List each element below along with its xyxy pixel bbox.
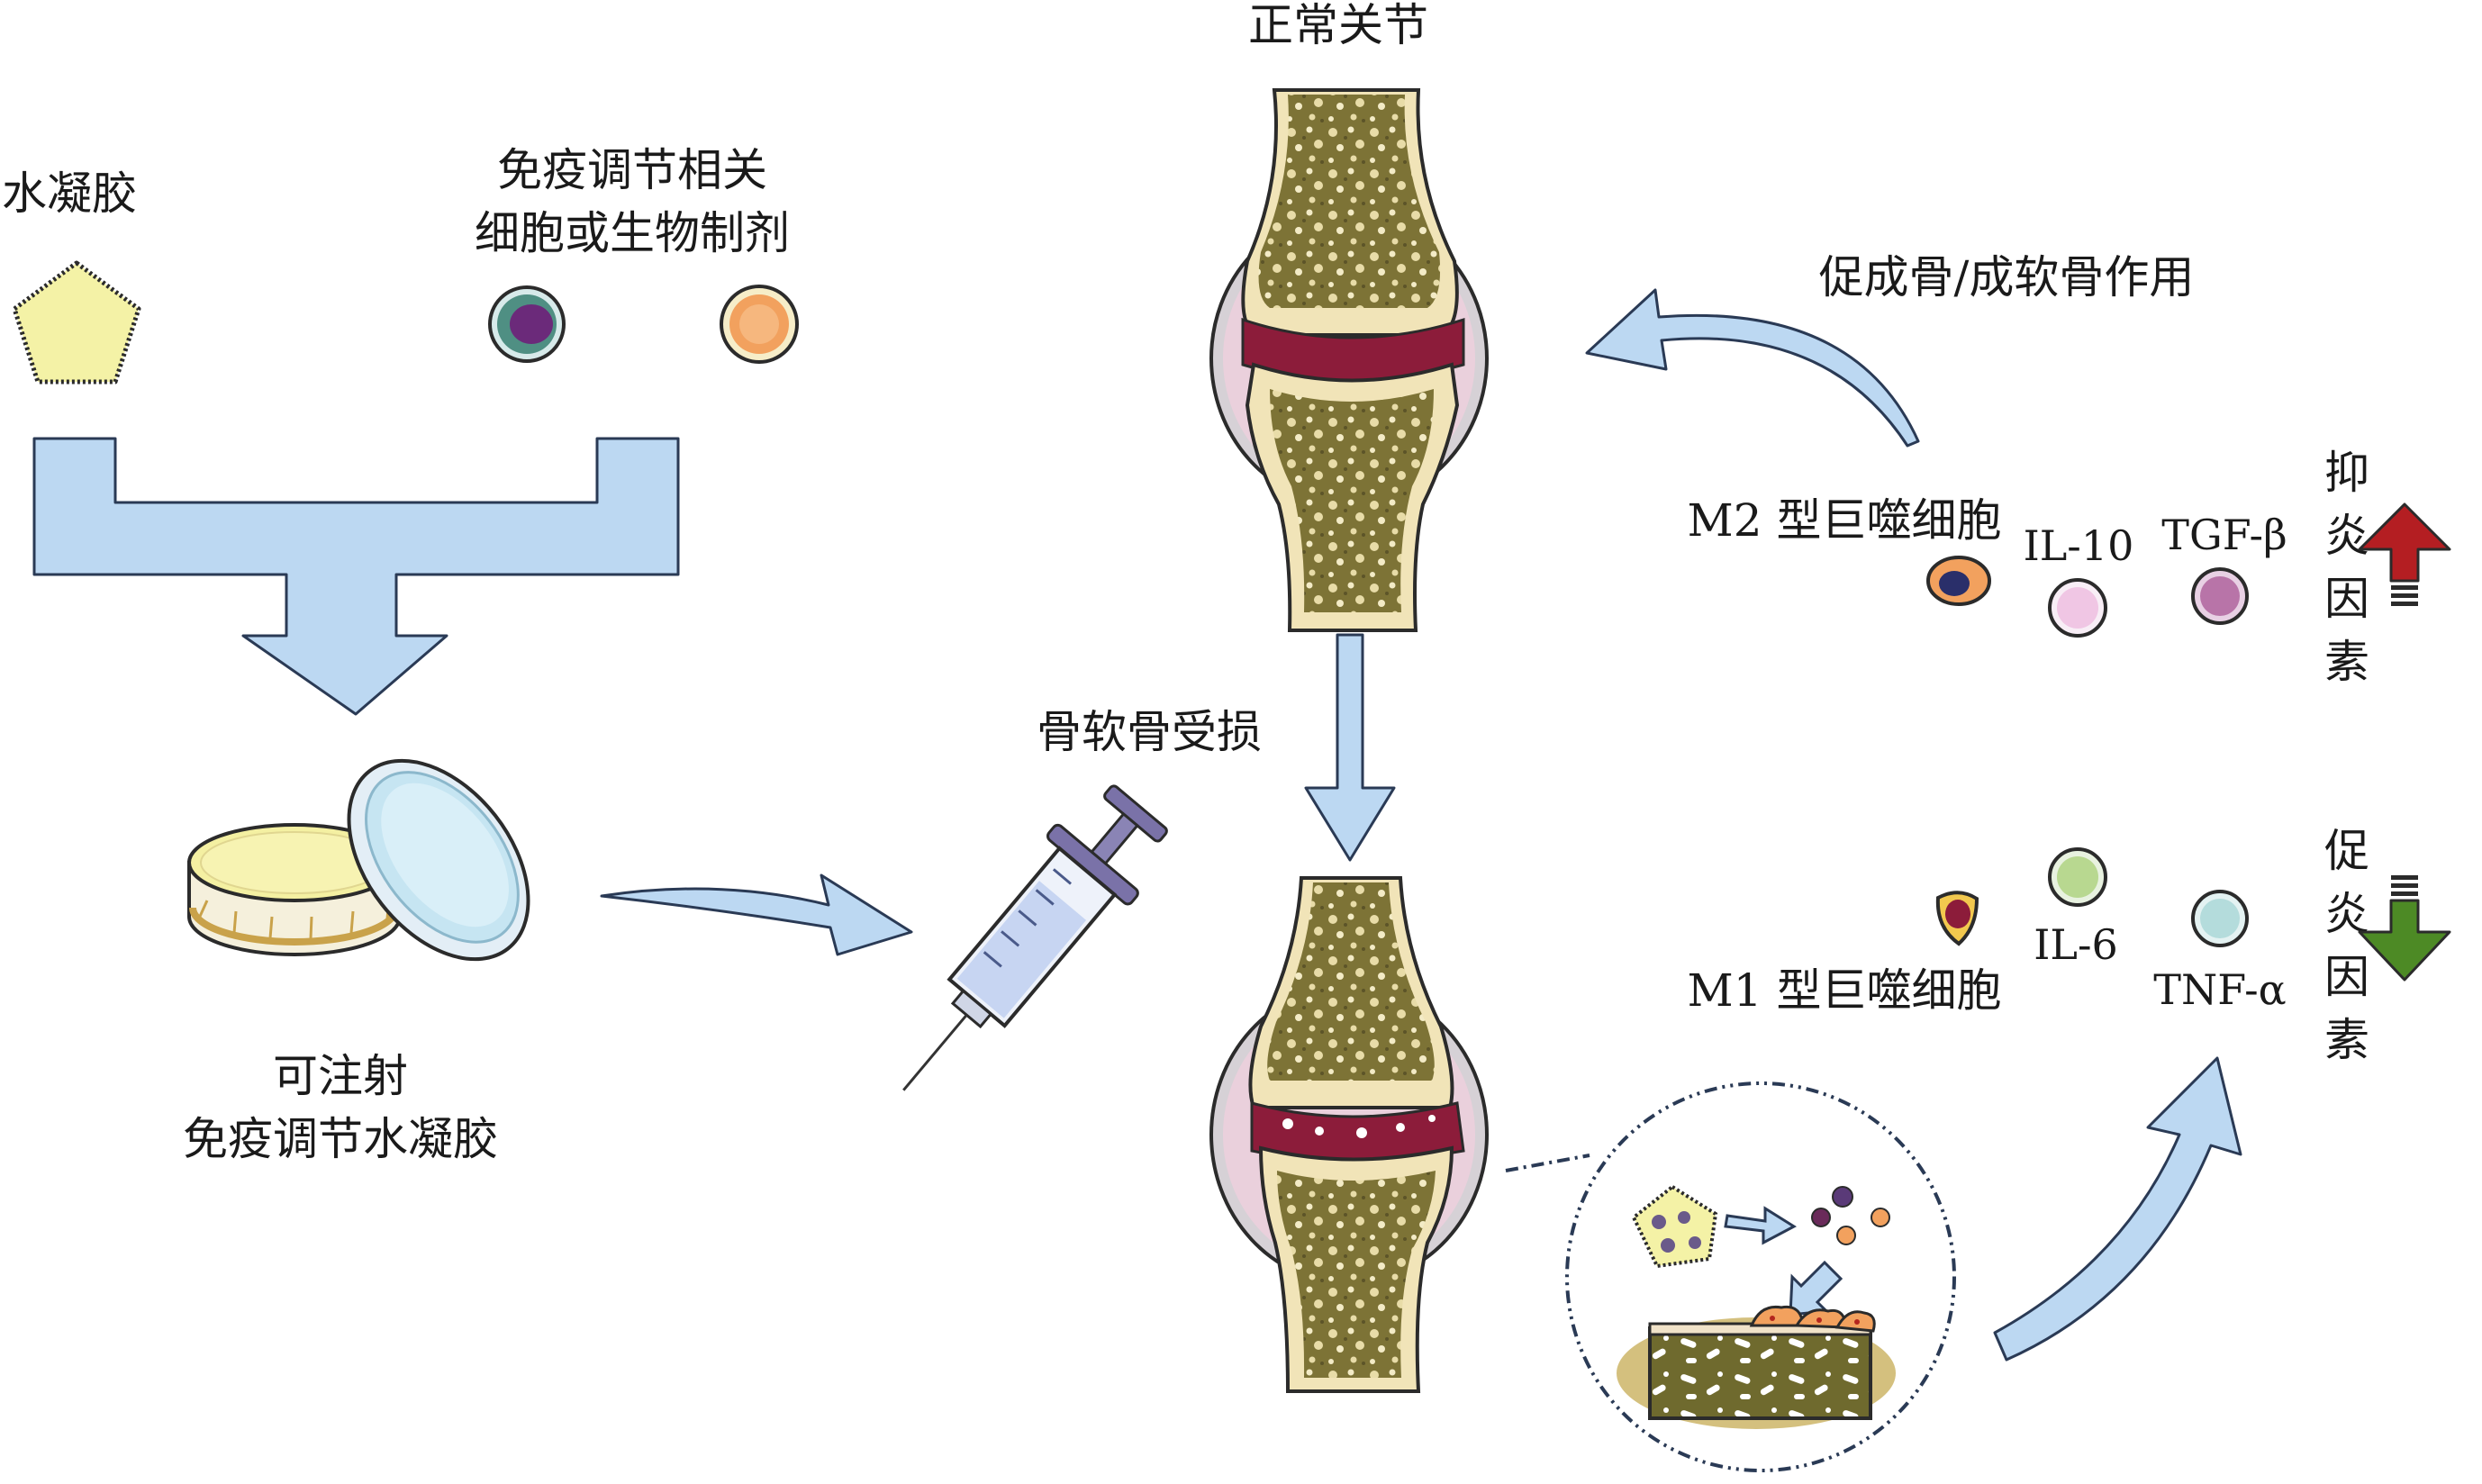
- curved-arrow-to-normal-joint: [1585, 288, 1920, 448]
- magnified-view-circle: [1565, 1081, 1956, 1472]
- tnfa-label: TNF-α: [2153, 965, 2286, 1014]
- damaged-cartilage-label: 骨软骨受损: [1037, 706, 1262, 758]
- syringe-icon: [902, 784, 1168, 1091]
- damaged-joint: [1209, 876, 1489, 1393]
- repaired-tissue-icon: [1617, 1305, 1896, 1429]
- down-arrow-icon: [2358, 875, 2451, 982]
- curved-arrow-to-m1: [1993, 1056, 2242, 1362]
- pentagon-hydrogel-icon: [12, 260, 141, 385]
- immune-agents-label-line2: 细胞或生物制剂: [475, 207, 790, 259]
- osteo-chondro-effect-label: 促成骨/成软骨作用: [1819, 251, 2195, 303]
- anti-inflammatory-char-3: 因: [2324, 573, 2369, 625]
- anti-inflammatory-char-2: 炎: [2324, 510, 2369, 562]
- petri-dish-icon: [187, 758, 530, 962]
- immune-cell-icon: [488, 285, 566, 363]
- normal-joint-label: 正常关节: [1248, 0, 1428, 51]
- il10-label: IL-10: [2024, 521, 2134, 570]
- anti-inflammatory-char-1: 抑: [2324, 447, 2369, 499]
- tnfa-icon: [2191, 890, 2249, 947]
- anti-inflammatory-char-4: 素: [2324, 636, 2369, 688]
- tgfb-label: TGF-β: [2161, 511, 2287, 559]
- tgfb-icon: [2191, 567, 2249, 625]
- pro-inflammatory-char-1: 促: [2324, 825, 2369, 877]
- hydrogel-label: 水凝胶: [2, 167, 137, 220]
- m2-macrophage-icon: [1926, 556, 1991, 606]
- released-cell-2: [1811, 1208, 1831, 1227]
- m1-macrophage-icon: [1935, 891, 1979, 946]
- curved-arrow-to-syringe: [600, 873, 913, 956]
- pro-inflammatory-char-3: 因: [2324, 951, 2369, 1003]
- il6-label: IL-6: [2034, 920, 2118, 969]
- injectable-label-line1: 可注射: [273, 1050, 408, 1102]
- zoom-guide-line: [1505, 1154, 1590, 1172]
- il10-icon: [2048, 578, 2107, 638]
- damage-arrow: [1304, 633, 1396, 862]
- combine-arrow: [32, 437, 680, 716]
- release-arrow: [1724, 1206, 1798, 1245]
- degrading-hydrogel-icon: [1631, 1184, 1718, 1269]
- m2-macrophage-label: M2 型巨噬细胞: [1688, 494, 2002, 547]
- biological-agent-icon: [720, 285, 799, 364]
- up-arrow-icon: [2358, 502, 2451, 606]
- m1-macrophage-label: M1 型巨噬细胞: [1688, 964, 2002, 1017]
- pro-inflammatory-char-4: 素: [2324, 1014, 2369, 1066]
- released-agent-1: [1871, 1208, 1890, 1227]
- injectable-label-line2: 免疫调节水凝胶: [183, 1113, 498, 1165]
- released-cell-1: [1832, 1186, 1853, 1208]
- repair-arrow: [1789, 1260, 1843, 1317]
- il6-icon: [2048, 847, 2107, 907]
- immune-agents-label-line1: 免疫调节相关: [497, 144, 767, 196]
- normal-joint: [1209, 88, 1489, 632]
- released-agent-2: [1836, 1226, 1856, 1245]
